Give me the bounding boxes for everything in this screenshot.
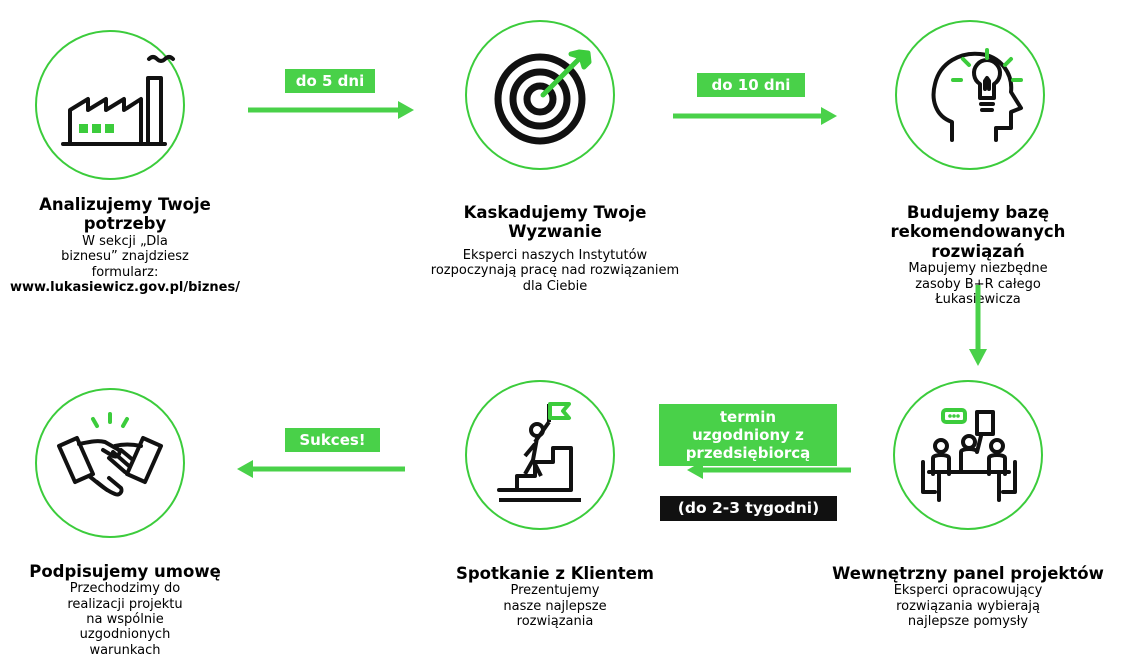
arrow-down [969,285,987,366]
handshake-icon [57,412,163,497]
step-6-title: Podpisujemy umowę [29,562,221,581]
arrow-1-label: do 5 dni [285,69,375,93]
arrow-2-label: do 10 dni [697,73,805,97]
step-1-text: Analizujemy Twoje potrzeby W sekcji „Dla… [0,195,250,295]
step-4-circle [893,380,1043,530]
arrow-1 [248,101,414,119]
step-2-circle [465,20,615,170]
arrow-3-label: termin uzgodniony z przedsiębiorcą [659,404,837,466]
factory-icon [61,55,175,146]
arrow-4-label: Sukces! [285,428,380,452]
climber-flag-icon [497,402,581,502]
arrow-2 [673,107,837,125]
step-1-title: Analizujemy Twoje potrzeby [39,195,211,234]
step-5-desc: Prezentujemy nasze najlepsze rozwiązania [503,583,607,630]
step-5-title: Spotkanie z Klientem [455,564,655,583]
arrow-3-sub-label: (do 2-3 tygodni) [660,496,837,521]
step-1-desc: W sekcji „Dla biznesu” znajdziesz formul… [61,233,189,280]
step-4-desc: Eksperci opracowujący rozwiązania wybier… [893,583,1043,630]
step-3-circle [895,20,1045,170]
step-1-circle [35,30,185,180]
step-2-title: Kaskadujemy Twoje Wyzwanie [463,203,647,242]
step-6-desc: Przechodzimy do realizacji projektu na w… [67,581,183,658]
head-lightbulb-icon [931,48,1023,142]
team-meeting-icon [921,408,1017,502]
step-5-text: Spotkanie z Klientem Prezentujemy nasze … [430,564,680,629]
step-5-circle [465,380,615,530]
step-2-desc: Eksperci naszych Instytutów rozpoczynają… [430,247,680,294]
target-icon [494,49,592,145]
arrow-4 [237,460,405,478]
step-4-title: Wewnętrzny panel projektów [832,564,1104,583]
step-2-text: Kaskadujemy Twoje Wyzwanie Eksperci nasz… [430,203,680,294]
step-3-title: Budujemy bazę rekomendowanych rozwiązań [890,203,1066,261]
step-1-link[interactable]: www.lukasiewicz.gov.pl/biznes/ [10,279,240,295]
step-6-text: Podpisujemy umowę Przechodzimy do realiz… [0,562,250,658]
arrow-3 [687,461,851,479]
step-6-circle [35,388,185,538]
step-4-text: Wewnętrzny panel projektów Eksperci opra… [815,564,1121,629]
